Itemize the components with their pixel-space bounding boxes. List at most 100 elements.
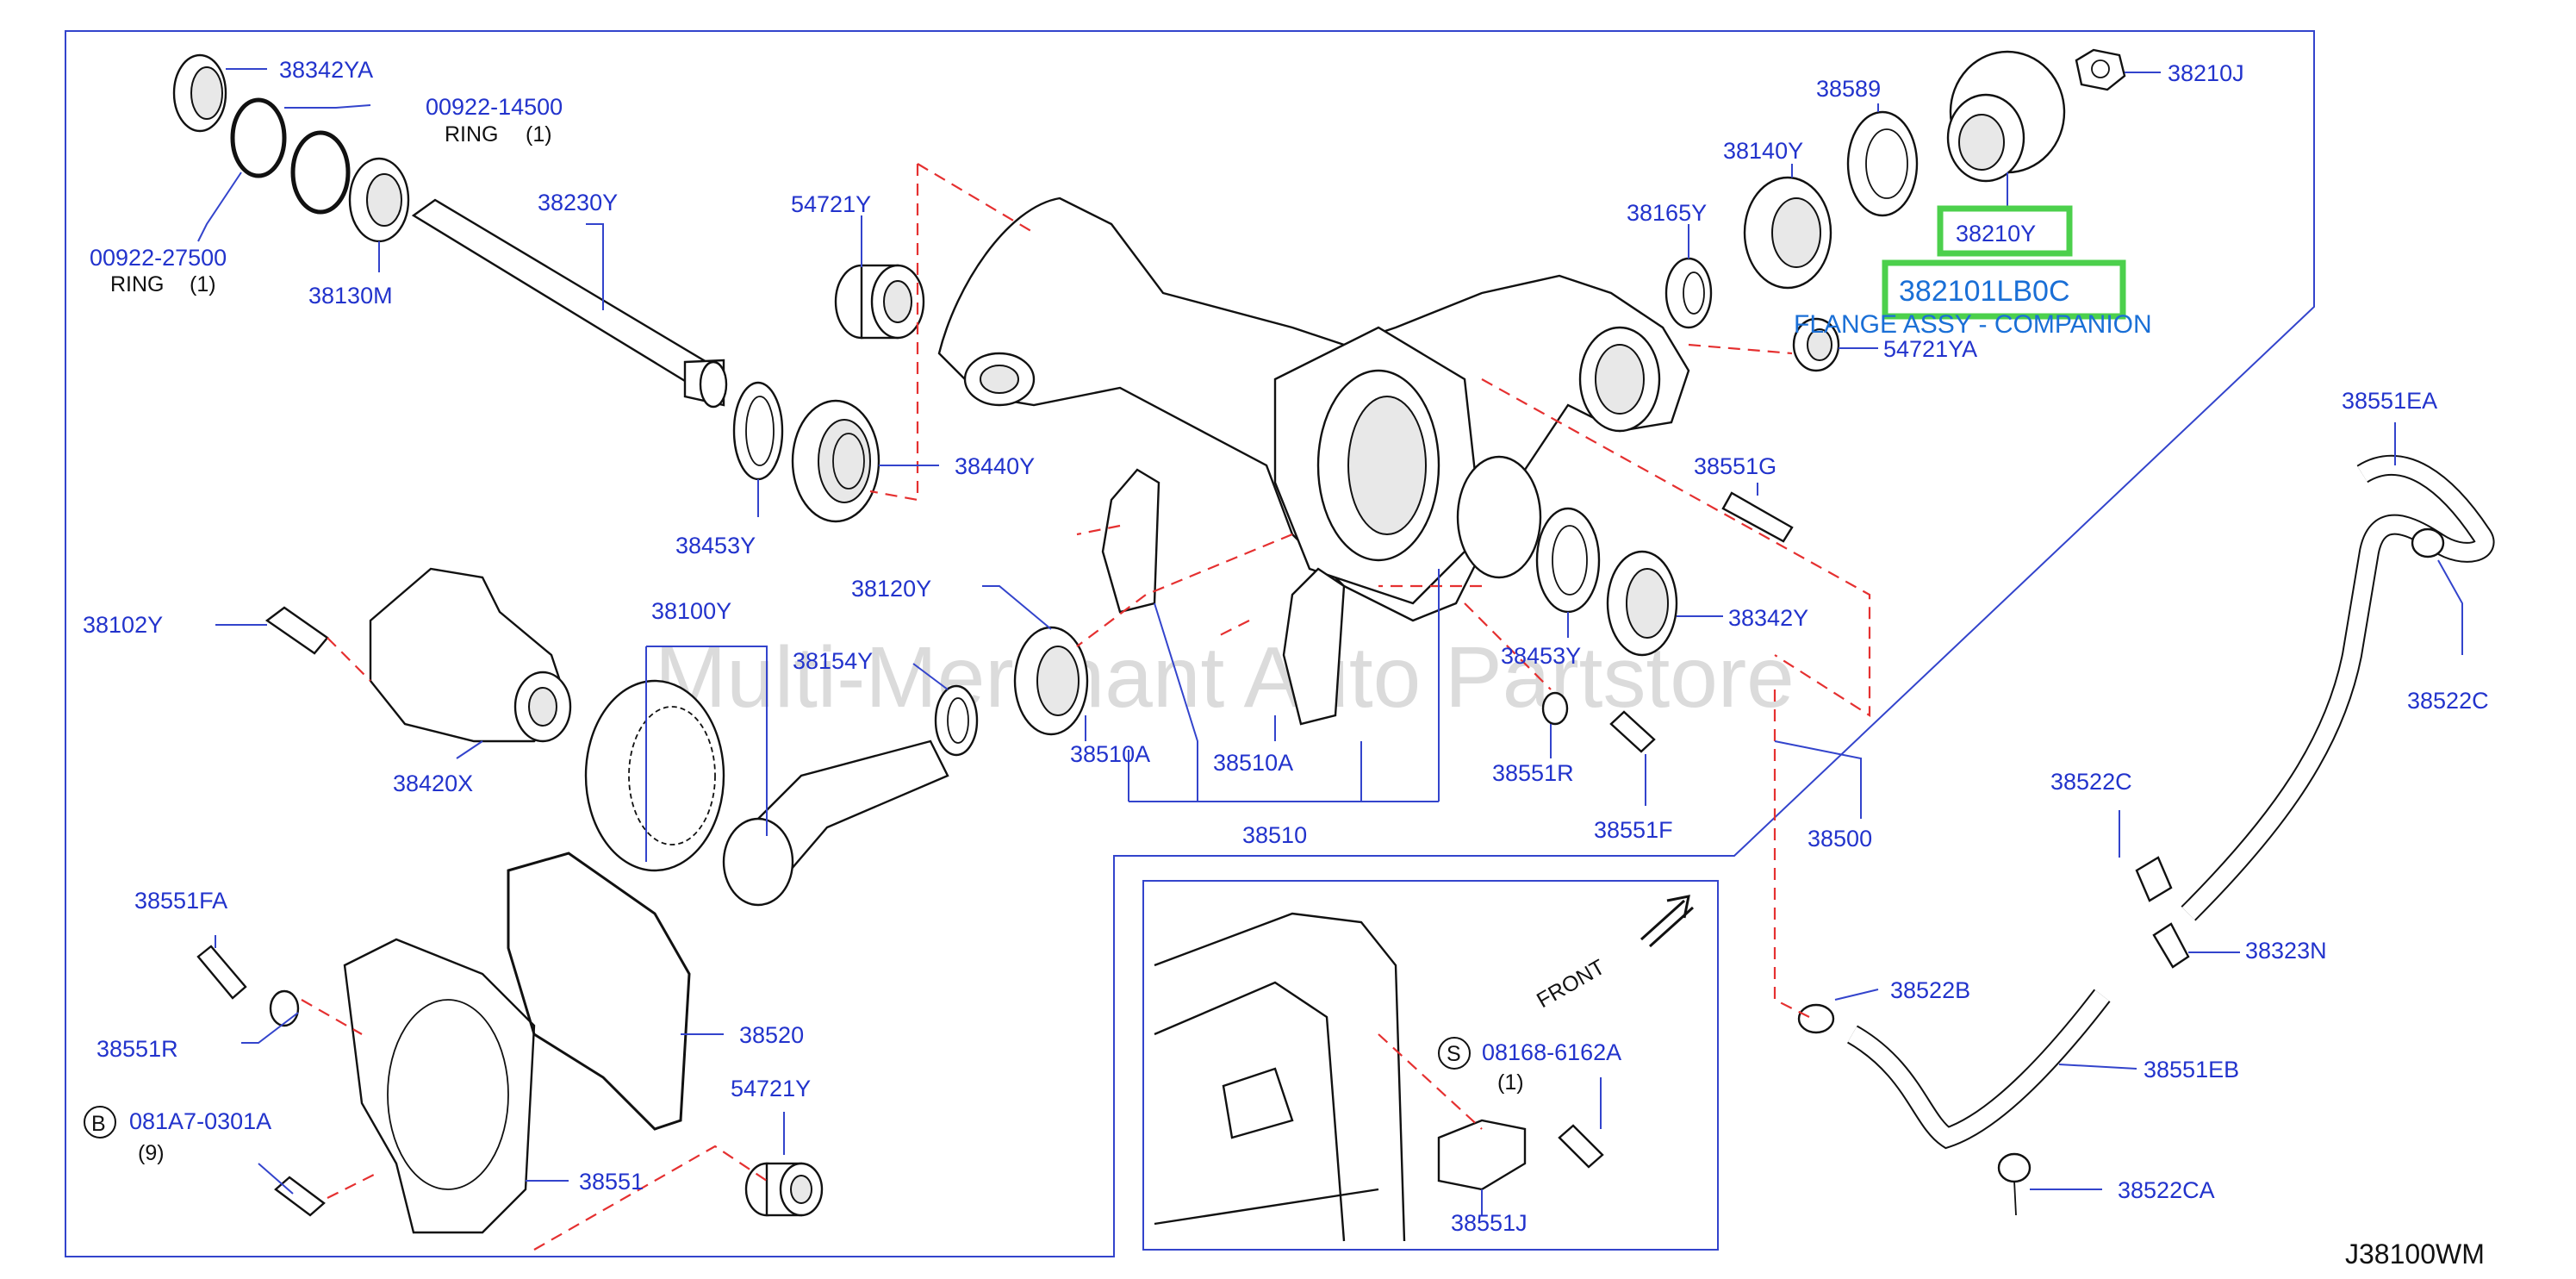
label-38210J[interactable]: 38210J [2168, 60, 2244, 86]
label-38551EB[interactable]: 38551EB [2144, 1057, 2239, 1082]
label-38510A-1[interactable]: 38510A [1070, 741, 1150, 767]
label-38100Y[interactable]: 38100Y [651, 598, 731, 624]
label-38453Y-right[interactable]: 38453Y [1501, 643, 1581, 669]
circle-s-icon: S [1438, 1037, 1471, 1070]
part-38440Y-bearing[interactable] [791, 399, 880, 523]
label-38589[interactable]: 38589 [1816, 76, 1881, 102]
label-38342YA[interactable]: 38342YA [279, 57, 373, 83]
label-38510[interactable]: 38510 [1242, 822, 1307, 848]
part-38551R-washer-left[interactable] [269, 989, 300, 1027]
label-38551G[interactable]: 38551G [1694, 453, 1776, 479]
label-38522C-mid[interactable]: 38522C [2050, 769, 2132, 795]
part-38210J-nut[interactable] [2075, 48, 2126, 91]
diagram-code: J38100WM [2345, 1238, 2485, 1270]
label-54721Y-bottom[interactable]: 54721Y [731, 1076, 811, 1101]
label-38551F[interactable]: 38551F [1594, 817, 1673, 843]
label-ring-2: RING [110, 272, 165, 296]
label-38520[interactable]: 38520 [739, 1022, 804, 1048]
part-38551EA-hose[interactable] [2181, 454, 2495, 921]
label-38551R-right[interactable]: 38551R [1492, 760, 1574, 786]
label-38165Y[interactable]: 38165Y [1627, 200, 1707, 226]
assembly-guide-lines [301, 163, 1871, 1251]
svg-text:B: B [91, 1112, 106, 1136]
part-38154Y-washer[interactable] [934, 684, 979, 757]
label-08168-6162A[interactable]: 08168-6162A [1482, 1039, 1621, 1065]
label-38130M[interactable]: 38130M [308, 283, 393, 309]
part-38165Y-spacer[interactable] [1664, 257, 1713, 329]
part-54721Y-bushing-top[interactable] [834, 264, 925, 340]
label-38551J[interactable]: 38551J [1451, 1210, 1528, 1236]
part-38522CA-clip[interactable] [1997, 1152, 2032, 1216]
part-38510A-cap-1[interactable] [1101, 468, 1160, 614]
label-54721Y-top[interactable]: 54721Y [791, 191, 871, 217]
part-38210Y-companion-flange[interactable] [1946, 50, 2066, 183]
label-38522C-right[interactable]: 38522C [2407, 688, 2489, 714]
part-38522C-clip-right[interactable] [2411, 527, 2445, 558]
part-38420X-diff-case[interactable] [369, 567, 572, 743]
highlight-description[interactable]: FLANGE ASSY - COMPANION [1794, 310, 2152, 339]
label-38140Y[interactable]: 38140Y [1723, 138, 1803, 164]
part-38500-housing[interactable] [937, 197, 1690, 622]
part-081A7-0301A-bolt[interactable] [274, 1176, 326, 1217]
watermark: Multi-Merchant Auto Partstore [655, 629, 1795, 726]
part-38100Y-gear-set[interactable] [584, 679, 949, 907]
label-38230Y[interactable]: 38230Y [538, 190, 618, 215]
assembly-outline [65, 30, 2315, 1257]
part-38342YA-seal[interactable] [172, 53, 227, 133]
part-38522B-clamp[interactable] [1797, 1003, 1835, 1034]
part-38520-gasket[interactable] [507, 852, 691, 1131]
highlight-part-label[interactable]: 38210Y [1956, 221, 2036, 246]
label-081A7-0301A-qty: (9) [138, 1141, 165, 1165]
part-38551-rear-cover[interactable] [343, 938, 536, 1234]
part-38453Y-shim-right[interactable] [1535, 507, 1601, 614]
part-08168-6162A-bolt[interactable] [1558, 1124, 1604, 1169]
label-38551FA[interactable]: 38551FA [134, 888, 227, 914]
part-38342Y-seal[interactable] [1606, 550, 1678, 657]
part-38551FA-bolt[interactable] [196, 945, 247, 1000]
part-38130M-bearing[interactable] [348, 157, 410, 243]
label-38102Y[interactable]: 38102Y [83, 612, 163, 638]
highlight-box-part-number [1882, 259, 2126, 320]
label-38120Y[interactable]: 38120Y [851, 576, 931, 602]
highlight-part-number[interactable]: 382101LB0C [1899, 275, 2070, 308]
part-38551F-bolt[interactable] [1609, 710, 1656, 753]
label-38500[interactable]: 38500 [1808, 826, 1872, 852]
part-38589-seal[interactable] [1846, 110, 1919, 217]
part-38551G-stud[interactable] [1721, 491, 1794, 543]
part-38551EB-hose[interactable] [1846, 989, 2111, 1150]
label-38440Y[interactable]: 38440Y [955, 453, 1035, 479]
label-54721YA[interactable]: 54721YA [1883, 336, 1977, 362]
label-38522B[interactable]: 38522B [1890, 977, 1970, 1003]
label-00922-14500[interactable]: 00922-14500 [426, 94, 563, 120]
part-38140Y-bearing[interactable] [1743, 176, 1832, 290]
part-38230Y-shaft[interactable] [411, 198, 728, 409]
label-38551[interactable]: 38551 [579, 1169, 644, 1195]
label-38453Y-left[interactable]: 38453Y [675, 533, 756, 558]
part-00922-14500-ring[interactable] [230, 97, 287, 178]
label-38551EA[interactable]: 38551EA [2342, 388, 2437, 414]
label-38510A-2[interactable]: 38510A [1213, 750, 1293, 776]
part-38323N-connector[interactable] [2152, 922, 2190, 969]
part-38522C-clip-mid[interactable] [2135, 856, 2173, 902]
label-38154Y[interactable]: 38154Y [793, 648, 873, 674]
part-54721YA-bushing[interactable] [1792, 317, 1840, 372]
label-00922-27500[interactable]: 00922-27500 [90, 245, 227, 271]
part-38551R-washer-right[interactable] [1541, 691, 1569, 726]
label-38420X[interactable]: 38420X [393, 771, 473, 796]
label-38551R-left[interactable]: 38551R [96, 1036, 178, 1062]
part-38102Y-bolt[interactable] [264, 606, 329, 655]
part-00922-27500-ring[interactable] [290, 130, 351, 215]
label-38522CA[interactable]: 38522CA [2118, 1177, 2215, 1203]
label-38342Y[interactable]: 38342Y [1728, 605, 1808, 631]
part-54721Y-bushing-bottom[interactable] [744, 1162, 824, 1217]
label-38323N[interactable]: 38323N [2245, 938, 2327, 964]
label-081A7-0301A[interactable]: 081A7-0301A [129, 1108, 271, 1134]
circle-b-icon: B [84, 1106, 116, 1139]
highlight-box-part-label [1937, 205, 2073, 257]
part-38453Y-shim-left[interactable] [732, 381, 784, 481]
part-38510A-cap-2[interactable] [1282, 567, 1346, 726]
part-38120Y-bearing[interactable] [1013, 626, 1089, 736]
part-38551J-bracket[interactable] [1437, 1119, 1527, 1191]
front-arrow-icon [1640, 895, 1695, 948]
